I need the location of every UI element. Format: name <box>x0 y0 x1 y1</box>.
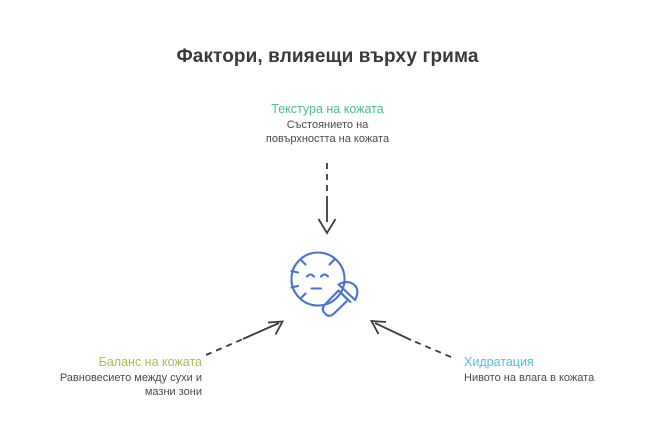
node-balance: Баланс на кожата Равновесието между сухи… <box>0 355 202 399</box>
node-balance-description-line: мазни зони <box>144 386 202 398</box>
node-hydration-heading: Хидратация <box>464 355 534 369</box>
node-hydration-description-line: Нивото на влага в кожата <box>464 372 595 384</box>
node-texture-description-line: Състоянието на <box>286 119 369 131</box>
node-balance-description: Равновесието между сухи и мазни зони <box>0 371 202 399</box>
node-hydration-description: Нивото на влага в кожата <box>464 371 655 385</box>
arrow-hydration-to-center <box>369 319 452 358</box>
node-balance-heading: Баланс на кожата <box>98 355 202 369</box>
arrow-balance-to-center <box>205 320 285 356</box>
node-texture-description: Състоянието на повърхността на кожата <box>170 118 485 146</box>
node-hydration: Хидратация Нивото на влага в кожата <box>464 355 655 385</box>
face-with-makeup-brush-icon <box>290 251 359 317</box>
node-texture-heading: Текстура на кожата <box>271 102 384 116</box>
page-title: Фактори, влияещи върху грима <box>176 46 479 67</box>
node-texture-description-line: повърхността на кожата <box>265 133 390 145</box>
arrow-texture-to-center <box>317 163 337 235</box>
node-balance-description-line: Равновесието между сухи и <box>59 372 202 384</box>
node-texture: Текстура на кожата Състоянието на повърх… <box>170 102 485 146</box>
